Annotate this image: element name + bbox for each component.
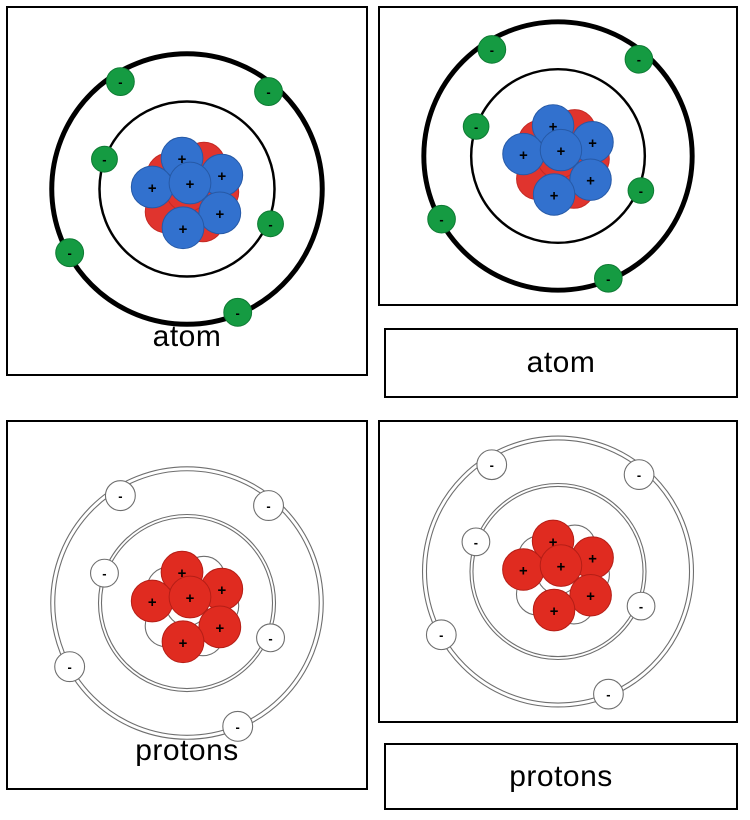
svg-text:-: - [236,305,240,320]
inner-shell-orbit [469,482,647,661]
svg-text:-: - [606,271,610,286]
svg-text:-: - [637,52,641,67]
svg-text:+: + [178,566,187,582]
svg-text:-: - [236,719,240,734]
svg-text:+: + [557,560,566,576]
svg-text:-: - [639,183,643,198]
svg-text:+: + [179,222,188,238]
outer-shell-electrons: - - - - [55,67,283,327]
svg-text:-: - [606,687,610,702]
outer-shell-electrons: - - - - [54,480,285,742]
svg-text:+: + [186,591,195,607]
svg-text:+: + [178,152,187,168]
label-card-protons[interactable]: protons [384,743,738,810]
atom-diagram-color-1: + + + + + + - - [8,8,366,374]
svg-text:-: - [67,246,71,261]
svg-text:+: + [519,148,528,164]
svg-text:-: - [266,499,270,514]
nucleus-protons: + + + + + + [130,136,244,250]
svg-text:+: + [549,535,558,551]
svg-text:+: + [586,174,595,190]
svg-text:+: + [217,169,226,185]
outer-shell-orbit [421,19,695,293]
svg-text:-: - [268,631,272,646]
inner-shell-electrons: - - [462,113,655,204]
nucleus-protons: + + + + + + [502,104,614,216]
svg-text:+: + [179,636,188,652]
svg-text:-: - [118,489,122,504]
svg-text:-: - [490,458,494,473]
label-card-atom[interactable]: atom [384,328,738,398]
card-label-text: protons [509,759,613,793]
svg-text:+: + [588,136,597,152]
svg-text:-: - [102,566,106,581]
outer-shell-electrons: - - - - [425,449,655,710]
inner-shell-orbit [98,100,276,278]
inner-shell-orbit [97,513,277,693]
svg-text:-: - [67,660,71,675]
svg-text:-: - [639,599,643,614]
card-label-text: atom [152,320,222,353]
svg-text:+: + [148,181,157,197]
card-label-band: atom [8,300,366,374]
outer-shell-orbit [421,435,695,708]
inner-shell-electrons: - - [89,558,286,653]
svg-text:-: - [490,42,494,57]
picture-card-protons[interactable]: + + + + + + - - [378,420,738,723]
atom-diagram-protons-1: + + + + + + - - [8,422,366,788]
atom-diagram-color-2: + + + + + + - - [380,8,736,304]
svg-text:+: + [557,144,566,160]
control-card-atom[interactable]: + + + + + + - - [6,6,368,376]
svg-text:+: + [586,589,595,605]
svg-text:-: - [439,628,443,643]
svg-text:-: - [268,217,272,232]
svg-text:+: + [519,563,528,579]
svg-text:+: + [588,552,597,568]
nucleus-protons: + + + + + + [130,550,244,664]
svg-text:-: - [439,212,443,227]
svg-text:+: + [215,207,224,223]
atom-diagram-protons-2: + + + + + + - - [380,422,736,721]
svg-text:-: - [474,119,478,134]
outer-shell-orbit [50,466,324,740]
svg-text:-: - [474,535,478,550]
outer-shell-orbit [49,51,325,327]
card-label-band: protons [8,714,366,788]
inner-shell-electrons: - - [461,527,656,621]
outer-shell-electrons: - - - - [427,35,654,293]
nucleus-protons: + + + + + + [502,519,614,632]
svg-text:+: + [186,177,195,193]
picture-card-atom[interactable]: + + + + + + - - [378,6,738,306]
card-label-text: protons [135,734,239,767]
svg-text:+: + [550,604,559,620]
inner-shell-electrons: - - [91,145,284,238]
inner-shell-orbit [469,67,647,245]
svg-text:-: - [266,85,270,100]
svg-text:+: + [217,583,226,599]
svg-text:+: + [549,119,558,135]
control-card-protons[interactable]: + + + + + + - - [6,420,368,790]
card-label-text: atom [526,346,596,379]
svg-text:-: - [118,75,122,90]
svg-text:+: + [550,188,559,204]
svg-text:-: - [102,152,106,167]
svg-text:+: + [215,621,224,637]
svg-text:+: + [148,595,157,611]
svg-text:-: - [637,468,641,483]
